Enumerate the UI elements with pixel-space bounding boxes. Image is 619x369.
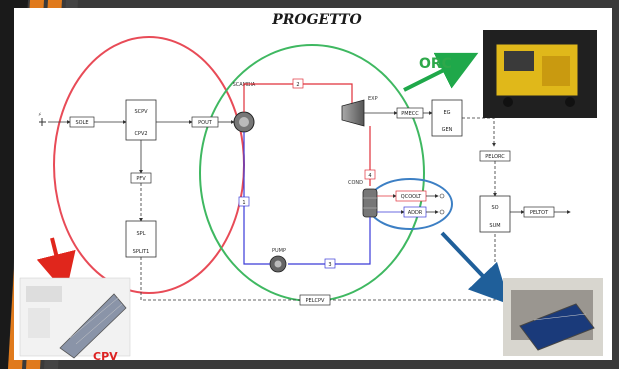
generator-top-label: EG <box>443 110 450 116</box>
condenser-label: COND <box>348 180 363 186</box>
slide: PROGETTO <box>14 8 612 360</box>
stream-3-label: 3 <box>328 262 331 268</box>
pump-label: PUMP <box>272 248 286 254</box>
svg-text:⚡: ⚡ <box>38 112 42 118</box>
condenser-pointer-arrow <box>442 233 499 293</box>
pump-icon <box>270 256 286 272</box>
addr-label: ADDR <box>408 210 423 216</box>
stream-2-label: 2 <box>296 82 299 88</box>
condenser-icon <box>363 189 377 217</box>
pelcpv-line <box>141 232 495 300</box>
cpv-photo <box>20 278 130 358</box>
sum-top-label: SO <box>491 205 498 211</box>
cpv-module-bottom-label: CPV2 <box>134 131 147 137</box>
expander-icon <box>342 100 364 126</box>
pmecc-stream-label: PMECC <box>401 111 419 117</box>
splitter-bottom-label: SPLIT1 <box>133 249 150 255</box>
orc-label: ORC <box>419 56 452 72</box>
pelorc-stream-label: PELORC <box>485 154 505 160</box>
sun-source-icon: ⚡ <box>38 112 46 126</box>
pelcpv-label: PELCPV <box>306 298 325 304</box>
splitter-top-label: SPL <box>137 231 146 237</box>
process-diagram: ⚡ SOLE SCPV CPV2 POUT PFV SPL SPLIT1 <box>14 8 612 360</box>
generator-bottom-label: GEN <box>442 127 453 133</box>
cpv-label: CPV <box>93 350 118 363</box>
expander-label: EXP <box>368 96 378 102</box>
sum-bottom-label: SUM <box>489 223 500 229</box>
qcoolt-label: QCOOLT <box>401 194 422 200</box>
stream-4-label: 4 <box>368 173 371 179</box>
solar-panel-photo <box>503 278 603 356</box>
peltot-label: PELTOT <box>530 210 549 216</box>
cold-stream-line <box>288 217 370 264</box>
condenser-region-ellipse <box>368 179 452 229</box>
evaporator-icon <box>234 112 254 132</box>
orc-photo <box>483 30 597 118</box>
pout-stream-label: POUT <box>198 120 213 126</box>
cpv-module-top-label: SCPV <box>134 109 148 115</box>
stream-1-label: 1 <box>242 200 245 206</box>
pfv-label: PFV <box>136 176 146 182</box>
source-label: SOLE <box>75 120 88 126</box>
